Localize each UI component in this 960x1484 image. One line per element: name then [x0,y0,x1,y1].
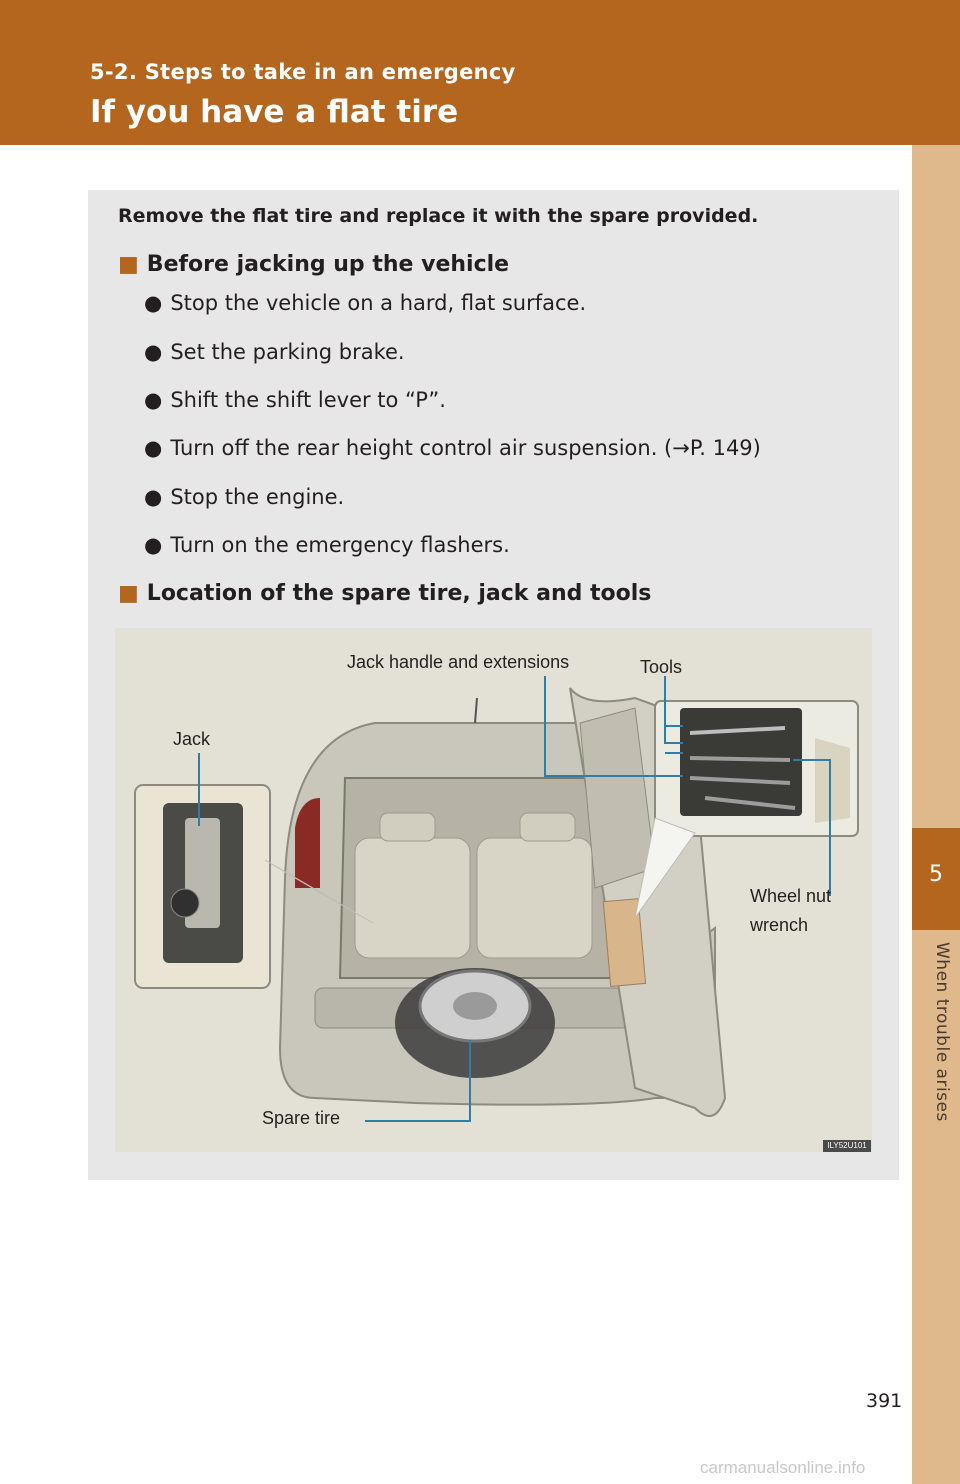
rear-seat-left [354,837,471,959]
section-breadcrumb: 5-2. Steps to take in an emergency [90,60,516,84]
vehicle-illustration-svg [134,676,859,1122]
list-item: ●Shift the shift lever to “P”. [144,388,446,412]
taillight [295,798,320,888]
list-item: ●Stop the vehicle on a hard, flat surfac… [144,291,587,315]
rear-seat-right [476,837,593,959]
chapter-number-box [912,828,960,930]
label-tools: Tools [640,657,683,677]
section-heading-location: ■ Location of the spare tire, jack and to… [118,581,651,606]
page-number: 391 [866,1390,903,1412]
spare-tire-hub [453,992,497,1020]
jack-callout-pointer [264,859,374,924]
chapter-side-tab [912,145,960,1484]
intro-text: Remove the flat tire and replace it with… [118,205,759,227]
section-heading-text: Before jacking up the vehicle [146,252,510,277]
door-panel [602,898,647,987]
tool-bar [704,796,796,810]
bullet-icon: ● [144,533,163,557]
tools-compartment [680,708,802,816]
bullet-icon: ● [144,388,163,412]
chapter-label: When trouble arises [932,942,952,1122]
chapter-number: 5 [929,862,943,887]
label-wheel-nut-wrench-line1: Wheel nut [750,886,832,906]
header-band [0,0,960,145]
label-jack-handle-and-extensions: Jack handle and extensions [347,652,570,672]
list-item: ●Set the parking brake. [144,340,405,364]
tool-bar [689,756,791,762]
bullet-icon: ● [144,291,163,315]
leader-tools-2 [664,726,683,744]
list-item: ●Stop the engine. [144,485,345,509]
headrest-right [519,812,576,842]
bullet-icon: ● [144,340,163,364]
page-title: If you have a flat tire [90,94,459,130]
bullet-icon: ● [144,436,163,460]
section-heading-before-jacking: ■ Before jacking up the vehicle [118,252,509,277]
tools-callout-pointer [634,817,696,919]
leader-spare-tire [365,1040,471,1122]
label-spare-tire: Spare tire [262,1108,341,1128]
tool-bar [689,726,786,735]
list-item: ●Turn on the emergency flashers. [144,533,510,557]
section-marker: ■ [118,581,139,606]
bullet-icon: ● [144,485,163,509]
tool-bar [689,776,791,785]
list-item: ●Turn off the rear height control air su… [144,436,761,460]
antenna [474,697,478,724]
label-jack: Jack [173,729,211,749]
vehicle-illustration [115,628,872,1152]
jack-knob [170,888,200,918]
leader-wheel-nut-wrench [793,759,831,896]
watermark: carmanualsonline.info [700,1458,866,1477]
section-marker: ■ [118,252,139,277]
section-heading-text: Location of the spare tire, jack and too… [146,581,652,606]
leader-jack-handle [544,676,683,777]
headrest-left [379,812,436,842]
label-wheel-nut-wrench-line2: wrench [750,915,809,935]
tools-grille [815,738,850,823]
figure-code: ILY52U101 [823,1140,871,1152]
